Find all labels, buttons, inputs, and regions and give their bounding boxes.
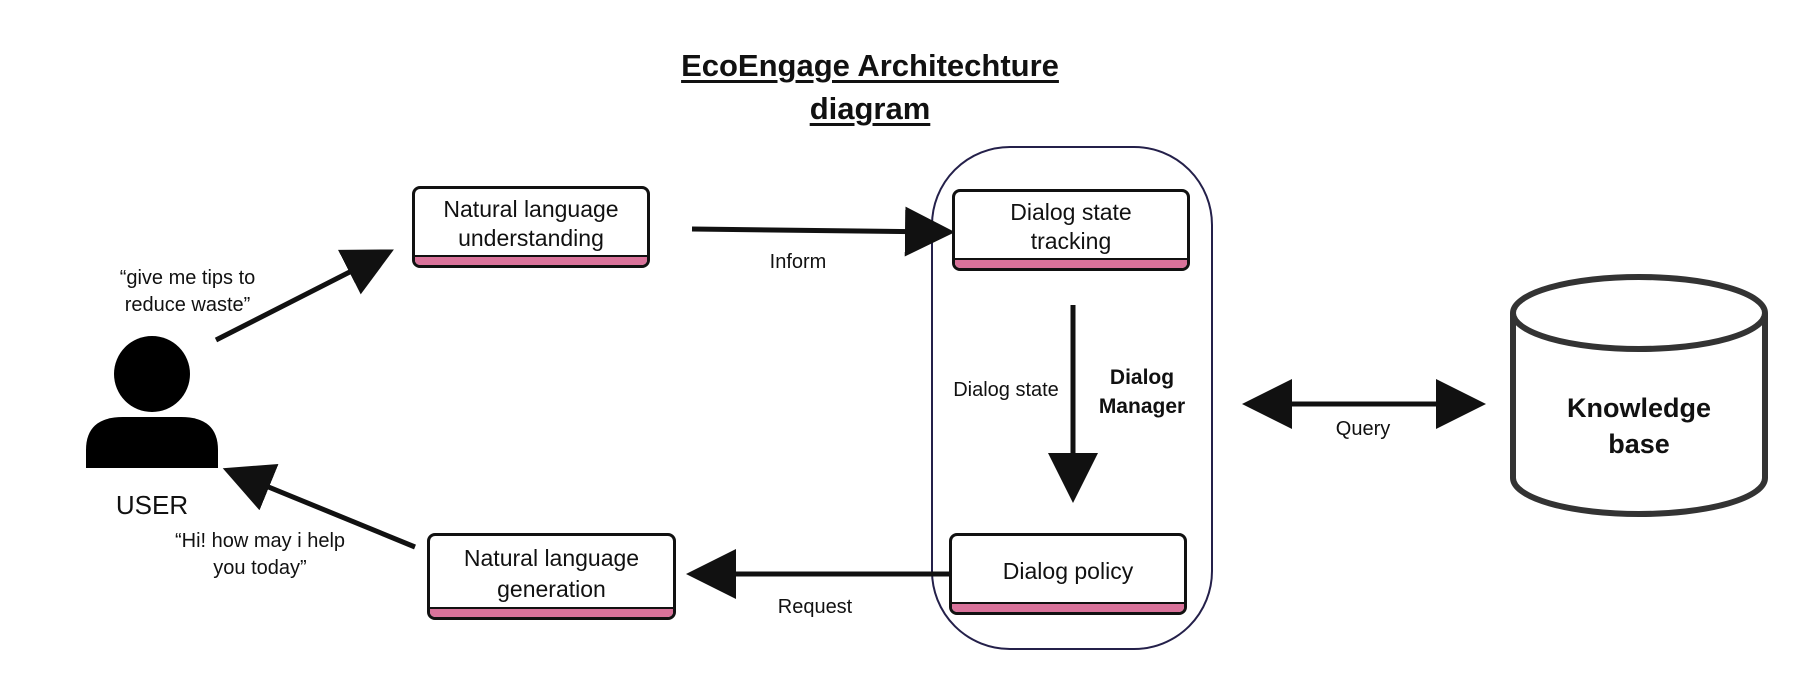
query-label: Query bbox=[1335, 418, 1391, 440]
nlg-label: Natural language generation bbox=[463, 544, 640, 602]
dialog-manager-label: Dialog Manager bbox=[1098, 366, 1186, 418]
title-line-2: diagram bbox=[809, 91, 931, 126]
inform-label: Inform bbox=[769, 251, 827, 273]
nlu-box: Natural language understanding bbox=[412, 186, 650, 268]
arrow-nlg-to-user bbox=[222, 464, 416, 550]
page-title: EcoEngage Architechture diagram bbox=[0, 44, 1740, 130]
title-line-1: EcoEngage Architechture bbox=[681, 48, 1059, 83]
arrow-inform bbox=[691, 206, 955, 257]
arrow-user-to-nlu bbox=[214, 249, 394, 343]
dialog-state-label: Dialog state bbox=[953, 379, 1059, 401]
user-request-quote: “give me tips to reduce waste” bbox=[119, 267, 256, 316]
knowledge-base-label: Knowledge base bbox=[1566, 393, 1711, 459]
dialog-state-tracking-box: Dialog state tracking bbox=[952, 189, 1190, 271]
knowledge-base-cylinder bbox=[1510, 274, 1768, 517]
dialog-state-tracking-label: Dialog state tracking bbox=[1010, 199, 1132, 254]
dialog-policy-box: Dialog policy bbox=[949, 533, 1187, 615]
nlu-label: Natural language understanding bbox=[443, 196, 619, 251]
request-label: Request bbox=[777, 596, 853, 618]
dialog-manager-container bbox=[931, 146, 1213, 650]
dialog-policy-label: Dialog policy bbox=[1002, 557, 1134, 584]
user-icon bbox=[86, 336, 218, 468]
nlg-box: Natural language generation bbox=[427, 533, 676, 620]
system-reply-quote: “Hi! how may i help you today” bbox=[174, 530, 346, 579]
user-label: USER bbox=[115, 490, 189, 520]
